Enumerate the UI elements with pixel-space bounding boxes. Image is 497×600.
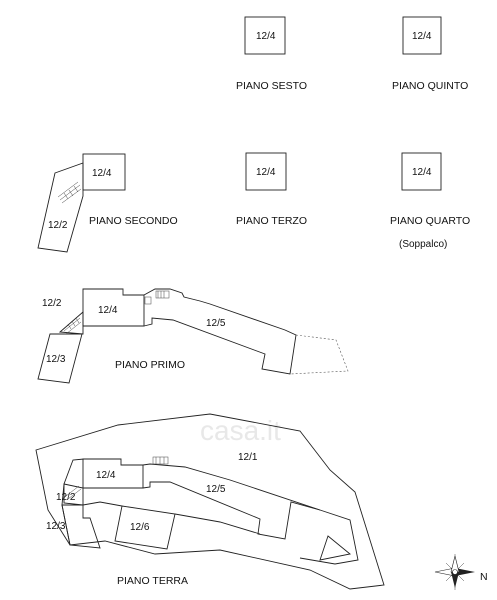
floor-primo: 12/2 12/4 12/5 12/3 PIANO PRIMO: [37, 288, 349, 384]
floor-terra: 12/1 12/4 12/5 12/2 12/3 12/6 PIANO TERR…: [35, 413, 385, 590]
staircase-icon: [65, 485, 82, 500]
unit-label-secondo-b: 12/2: [48, 220, 68, 231]
unit-label-secondo-a: 12/4: [92, 168, 112, 179]
unit-label-primo-12-5: 12/5: [206, 318, 226, 329]
unit-label-terzo: 12/4: [256, 167, 276, 178]
floor-note-quarto: (Soppalco): [399, 239, 447, 250]
compass-north-label: N: [480, 571, 488, 583]
unit-label-terra-12-4: 12/4: [96, 470, 116, 481]
unit-12-5-terra-upper: [142, 463, 321, 511]
unit-12-5-primo-shape: [143, 288, 297, 375]
staircase-icon: [57, 181, 82, 204]
unit-12-4-quarto-box: [401, 152, 442, 191]
floor-title-quarto: PIANO QUARTO: [390, 215, 470, 227]
floor-sesto: 12/4 PIANO SESTO: [236, 16, 307, 92]
annex-outline: [289, 334, 349, 375]
floor-title-terzo: PIANO TERZO: [236, 215, 307, 227]
stair-marker: [152, 456, 169, 465]
floor-title-primo: PIANO PRIMO: [115, 359, 185, 371]
floor-quinto: 12/4 PIANO QUINTO: [392, 16, 468, 92]
compass-rose-icon: [434, 554, 475, 590]
unit-label-terra-12-5: 12/5: [206, 484, 226, 495]
unit-label-primo-12-3: 12/3: [46, 354, 66, 365]
unit-12-2-secondo-shape: [37, 162, 84, 253]
unit-12-3-primo-shape: [37, 333, 83, 384]
unit-12-5-terra-shape: [142, 481, 359, 565]
unit-label-primo-12-4: 12/4: [98, 305, 118, 316]
stair-marker: [144, 296, 152, 305]
unit-label-terra-12-3: 12/3: [46, 521, 66, 532]
floor-title-quinto: PIANO QUINTO: [392, 80, 468, 92]
small-triangle: [319, 535, 352, 561]
unit-label-terra-12-1: 12/1: [238, 452, 258, 463]
court-line: [82, 501, 123, 507]
unit-label-quinto: 12/4: [412, 31, 432, 42]
unit-12-4-sesto-box: [244, 16, 286, 55]
site-boundary: [35, 413, 385, 590]
unit-12-6-terra-shape: [114, 505, 176, 550]
staircase-icon: [63, 317, 82, 335]
stair-marker: [155, 290, 170, 299]
floor-title-terra: PIANO TERRA: [117, 575, 188, 587]
floor-secondo: 12/4 12/2 PIANO SECONDO: [37, 153, 178, 253]
floor-title-secondo: PIANO SECONDO: [89, 215, 178, 227]
unit-label-terra-12-6: 12/6: [130, 522, 150, 533]
unit-label-terra-12-2: 12/2: [56, 492, 76, 503]
unit-label-primo-12-2: 12/2: [42, 298, 62, 309]
court-line: [174, 513, 261, 535]
unit-12-4-quinto-box: [402, 16, 442, 55]
floor-terzo: 12/4 PIANO TERZO: [236, 152, 307, 227]
floor-title-sesto: PIANO SESTO: [236, 80, 307, 92]
floor-quarto: 12/4 PIANO QUARTO (Soppalco): [390, 152, 470, 250]
unit-label-quarto: 12/4: [412, 167, 432, 178]
unit-label-sesto: 12/4: [256, 31, 276, 42]
unit-12-4-terzo-box: [245, 152, 287, 191]
